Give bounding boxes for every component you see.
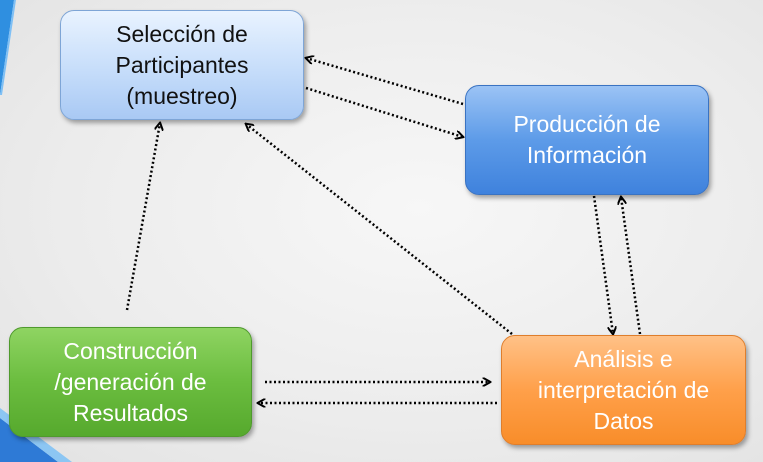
node-analisis-datos: Análisis e interpretación de Datos <box>501 335 746 445</box>
arrow-seleccion-to-produccion <box>305 86 463 137</box>
node-seleccion-participantes: Selección de Participantes (muestreo) <box>60 10 304 120</box>
node-construccion-resultados: Construcción /generación de Resultados <box>9 327 252 437</box>
node-analisis-label: Análisis e interpretación de Datos <box>537 345 710 434</box>
node-seleccion-label: Selección de Participantes (muestreo) <box>115 20 249 109</box>
arrow-construccion-to-seleccion <box>125 123 160 311</box>
arrow-produccion-to-seleccion <box>306 58 464 106</box>
arrow-produccion-to-analisis <box>592 195 613 334</box>
node-construccion-label: Construcción /generación de Resultados <box>54 337 207 426</box>
arrow-analisis-to-produccion <box>621 197 642 335</box>
node-produccion-informacion: Producción de Información <box>465 85 709 195</box>
node-produccion-label: Producción de Información <box>513 111 661 168</box>
